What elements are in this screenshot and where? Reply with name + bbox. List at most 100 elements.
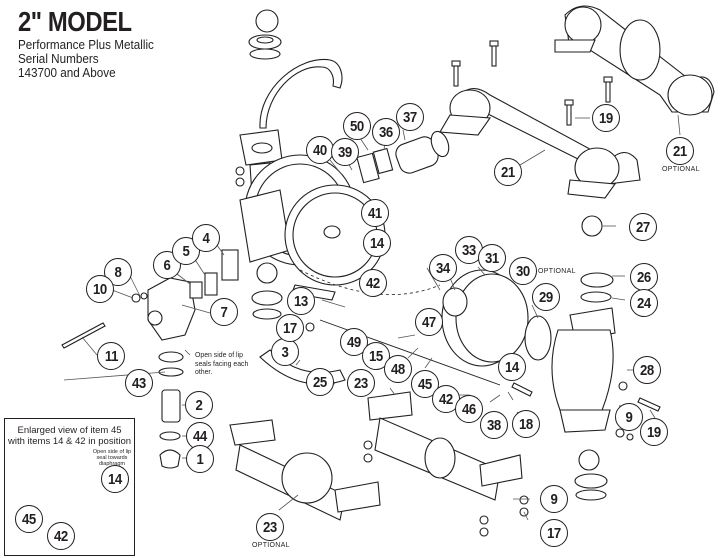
callout-27: 27 bbox=[629, 213, 657, 241]
callout-label: 26 bbox=[637, 268, 651, 286]
callout-50: 50 bbox=[343, 112, 371, 140]
check-ball bbox=[255, 9, 279, 33]
callout-label: 15 bbox=[369, 347, 383, 365]
right-outer-chamber bbox=[551, 307, 616, 433]
callout-40: 40 bbox=[306, 136, 334, 164]
inset-title-line-2: with items 14 & 42 in position bbox=[7, 436, 132, 447]
inset-callout-42: 42 bbox=[47, 522, 75, 550]
callout-label: 44 bbox=[193, 427, 207, 445]
callout-7: 7 bbox=[210, 298, 238, 326]
inset-callout-14: 14 bbox=[101, 465, 129, 493]
lip-seal-note: Open side of lip seals facing each other… bbox=[195, 350, 249, 376]
outer-plate-29 bbox=[524, 315, 552, 361]
inset-lip-seal-note: Open side of lip seal towards diaphragm bbox=[92, 449, 132, 467]
callout-10: 10 bbox=[86, 275, 114, 303]
callout-label: 14 bbox=[505, 358, 519, 376]
callout-23-optional: 23 bbox=[256, 513, 284, 541]
callout-label: 42 bbox=[439, 390, 453, 408]
callout-label: 40 bbox=[313, 141, 327, 159]
callout-14-lower: 14 bbox=[498, 353, 526, 381]
discharge-manifold bbox=[439, 88, 641, 199]
clamp-band-upper bbox=[259, 58, 343, 129]
callout-label: 34 bbox=[436, 259, 450, 277]
inset-title-line-1: Enlarged view of item 45 bbox=[17, 425, 122, 436]
seat-26 bbox=[580, 272, 614, 288]
callout-label: 36 bbox=[379, 123, 393, 141]
callout-21: 21 bbox=[494, 158, 522, 186]
subtitle-line-1: Performance Plus Metallic bbox=[18, 37, 154, 52]
callout-39: 39 bbox=[331, 138, 359, 166]
callout-13: 13 bbox=[287, 287, 315, 315]
callout-31: 31 bbox=[478, 244, 506, 272]
callout-label: 45 bbox=[418, 375, 432, 393]
callout-14-upper: 14 bbox=[363, 229, 391, 257]
model-title: 2" MODEL bbox=[18, 6, 132, 37]
callout-46: 46 bbox=[455, 395, 483, 423]
callout-label: 19 bbox=[599, 109, 613, 127]
callout-label: 42 bbox=[54, 527, 68, 545]
callout-41: 41 bbox=[361, 199, 389, 227]
callout-label: 14 bbox=[108, 470, 122, 488]
callout-label: 23 bbox=[263, 518, 277, 536]
muffler-assembly bbox=[356, 130, 450, 184]
callout-48: 48 bbox=[384, 355, 412, 383]
callout-11: 11 bbox=[97, 342, 125, 370]
subtitle-line-3: 143700 and Above bbox=[18, 65, 116, 80]
callout-4: 4 bbox=[192, 224, 220, 252]
air-valve-assembly bbox=[147, 249, 239, 341]
callout-17-lower: 17 bbox=[540, 519, 568, 547]
callout-label: 10 bbox=[93, 280, 107, 298]
callout-label: 8 bbox=[114, 263, 122, 281]
callout-label: 19 bbox=[647, 423, 661, 441]
callout-1: 1 bbox=[186, 445, 214, 473]
subtitle-line-2: Serial Numbers bbox=[18, 51, 99, 66]
callout-38: 38 bbox=[480, 411, 508, 439]
callout-label: 38 bbox=[487, 416, 501, 434]
callout-29: 29 bbox=[532, 283, 560, 311]
callout-label: 4 bbox=[202, 229, 210, 247]
callout-17-upper: 17 bbox=[276, 314, 304, 342]
callout-label: 18 bbox=[519, 415, 533, 433]
callout-30: 30 bbox=[509, 257, 537, 285]
callout-9-lower: 9 bbox=[540, 485, 568, 513]
callout-label: 2 bbox=[195, 396, 203, 414]
check-ball-27 bbox=[581, 215, 603, 237]
callout-34: 34 bbox=[429, 254, 457, 282]
callout-label: 21 bbox=[501, 163, 515, 181]
callout-label: 48 bbox=[391, 360, 405, 378]
callout-label: 46 bbox=[462, 400, 476, 418]
callout-label: 25 bbox=[313, 373, 327, 391]
callout-label: 49 bbox=[347, 333, 361, 351]
callout-21-optional: 21 bbox=[666, 137, 694, 165]
manifold-bolts bbox=[451, 40, 613, 126]
callout-3: 3 bbox=[271, 338, 299, 366]
callout-label: 24 bbox=[637, 294, 651, 312]
callout-label: 50 bbox=[350, 117, 364, 135]
model-subtitle: Performance Plus Metallic Serial Numbers… bbox=[18, 38, 154, 80]
callout-label: 11 bbox=[104, 347, 118, 365]
callout-label: 39 bbox=[338, 143, 352, 161]
callout-label: 17 bbox=[283, 319, 297, 337]
callout-label: 47 bbox=[422, 313, 436, 331]
callout-36: 36 bbox=[372, 118, 400, 146]
callout-label: 21 bbox=[673, 142, 687, 160]
enlarged-view-inset: Enlarged view of item 45 with items 14 &… bbox=[4, 418, 135, 556]
oring-24 bbox=[580, 291, 612, 303]
optional-label-23: OPTIONAL bbox=[252, 542, 290, 549]
inset-title: Enlarged view of item 45 with items 14 &… bbox=[5, 425, 134, 447]
callout-label: 29 bbox=[539, 288, 553, 306]
washer-10 bbox=[131, 293, 141, 303]
callout-label: 5 bbox=[182, 242, 190, 260]
callout-label: 30 bbox=[516, 262, 530, 280]
callout-label: 33 bbox=[462, 241, 476, 259]
valve-seat-bore bbox=[256, 36, 274, 44]
callout-label: 27 bbox=[636, 218, 650, 236]
callout-label: 7 bbox=[220, 303, 228, 321]
inset-callout-45: 45 bbox=[15, 505, 43, 533]
callout-42-lower: 42 bbox=[432, 385, 460, 413]
seat-oring bbox=[249, 48, 281, 60]
optional-label-30: OPTIONAL bbox=[538, 268, 576, 275]
callout-label: 1 bbox=[196, 450, 204, 468]
callout-label: 3 bbox=[281, 343, 289, 361]
